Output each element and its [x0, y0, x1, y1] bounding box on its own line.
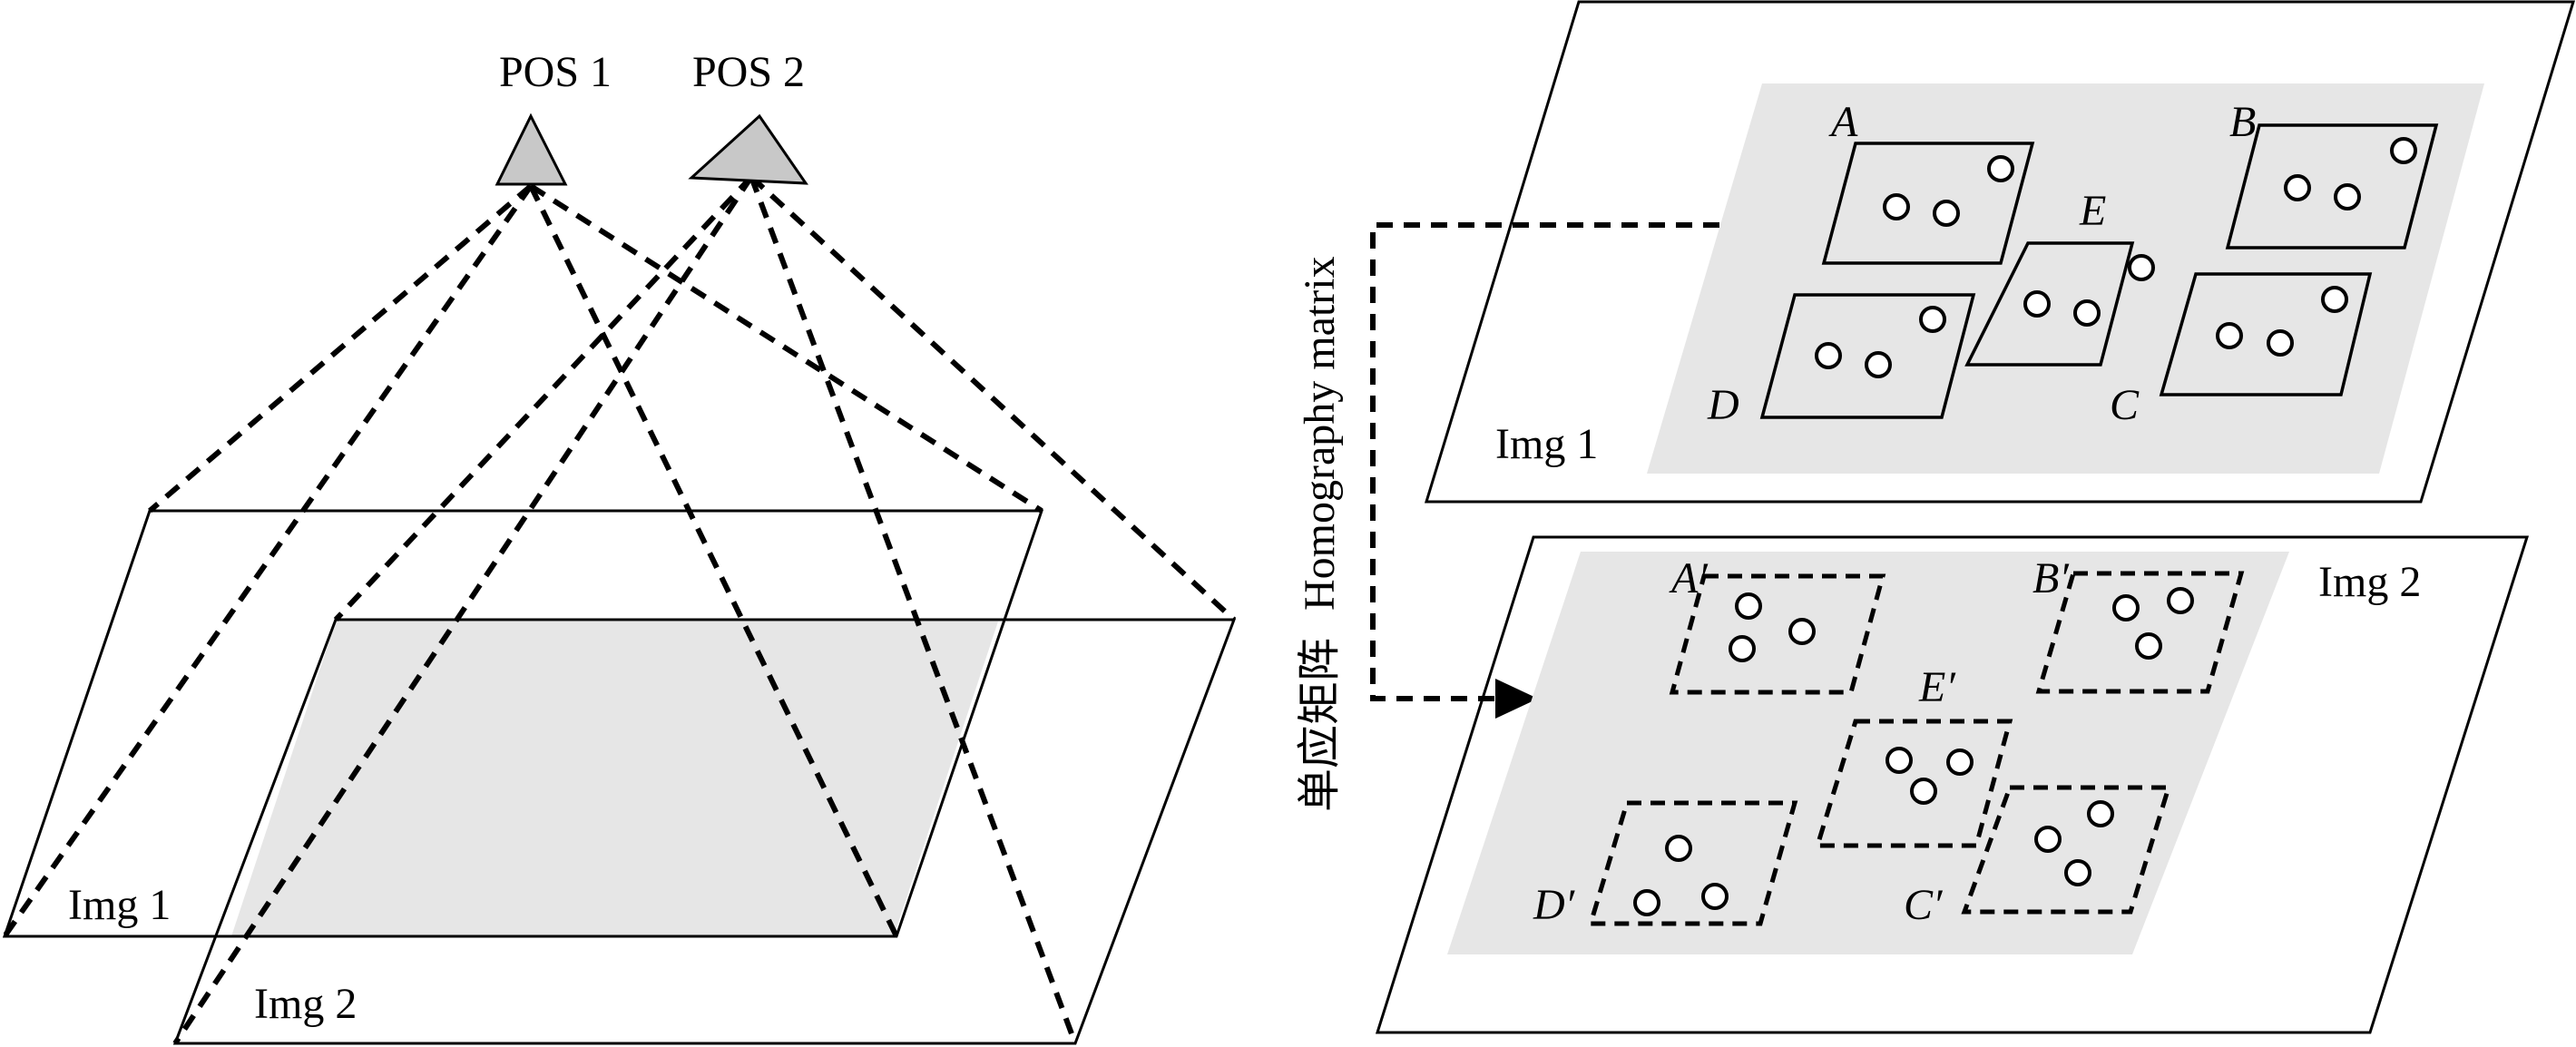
homography-label-en: Homography matrix [1296, 256, 1344, 611]
region-d-point-3 [1919, 306, 1946, 333]
right-img1-shaded-area [1647, 83, 2484, 474]
region-d-box [1759, 293, 1976, 419]
region-c-prime-label: C′ [1904, 881, 1944, 929]
region-e-point-3 [2128, 254, 2155, 281]
region-e-label: E [2079, 187, 2106, 235]
region-a-prime-box [1669, 573, 1886, 695]
region-b-point-2 [2334, 183, 2361, 210]
region-d-point-2 [1865, 351, 1892, 378]
region-e-prime-box [1814, 719, 2013, 848]
region-a-point-3 [1987, 155, 2014, 182]
region-d-prime-point-1 [1665, 835, 1692, 862]
region-b-point-3 [2390, 137, 2417, 164]
region-c-label: C [2110, 381, 2140, 429]
region-a-prime-label: A′ [1669, 554, 1709, 602]
image-plane-1 [2, 509, 1044, 938]
region-b-label: B [2229, 98, 2256, 146]
image-plane-2 [172, 618, 1237, 1045]
region-d-label: D [1707, 381, 1739, 429]
pos1-projection-rays [2, 183, 1043, 938]
region-b-box [2225, 123, 2439, 250]
region-a-box [1821, 142, 2035, 265]
region-c-prime-point-3 [2064, 859, 2091, 886]
region-b-prime-box [2035, 571, 2245, 694]
right-bottom-image: A′ B′ E′ D′ C′ Img 2 [1375, 535, 2530, 1034]
region-e-point-1 [2023, 290, 2051, 318]
region-d-prime-box [1587, 800, 1798, 926]
arrow-head-icon [1495, 679, 1538, 719]
right-img1-plane [1424, 0, 2576, 504]
region-c-point-3 [2321, 286, 2348, 313]
region-c-box [2159, 272, 2373, 396]
region-d-point-1 [1815, 342, 1842, 369]
region-e-prime-point-2 [1946, 749, 1974, 776]
region-b-prime-label: B′ [2032, 554, 2070, 602]
region-a-prime-point-3 [1729, 635, 1756, 662]
homography-connector: 单应矩阵 Homography matrix [1296, 222, 1747, 812]
region-c-point-2 [2267, 329, 2294, 357]
right-img1-label: Img 1 [1495, 420, 1598, 468]
region-a-prime-point-2 [1788, 618, 1816, 645]
region-c-prime-point-2 [2087, 800, 2114, 827]
left-img1-label: Img 1 [68, 881, 171, 929]
camera-pos1-icon [495, 113, 568, 186]
region-c-prime-point-1 [2034, 826, 2062, 853]
region-b-prime-point-3 [2135, 632, 2162, 660]
left-img2-label: Img 2 [254, 980, 357, 1028]
right-img2-plane [1375, 535, 2530, 1034]
region-a-label: A [1828, 98, 1858, 146]
region-b-prime-point-1 [2112, 594, 2140, 621]
region-e-prime-point-1 [1885, 747, 1913, 774]
region-c-point-1 [2216, 322, 2243, 349]
region-b-prime-point-2 [2167, 587, 2194, 614]
overlap-region [231, 621, 998, 936]
region-e-point-2 [2073, 299, 2101, 327]
region-e-prime-point-3 [1910, 778, 1937, 805]
region-a-point-1 [1883, 193, 1910, 220]
region-c-prime-box [1961, 785, 2172, 915]
camera-pos2-label: POS 2 [692, 48, 805, 96]
right-img2-shaded-area [1447, 552, 2289, 954]
camera-pos2-icon [688, 113, 808, 185]
region-d-prime-point-2 [1633, 889, 1660, 916]
pos2-projection-rays [172, 174, 1237, 1045]
region-e-prime-label: E′ [1918, 663, 1956, 711]
region-d-prime-label: D′ [1533, 881, 1576, 929]
homography-label-cn: 单应矩阵 [1296, 638, 1344, 812]
region-e-box [1964, 241, 2135, 367]
region-a-point-2 [1933, 200, 1960, 227]
right-top-image: A B E D C Img 1 [1424, 0, 2576, 504]
region-d-prime-point-3 [1701, 883, 1729, 910]
svg-text:单应矩阵 Homography matrix: 单应矩阵 Homography matrix [1296, 256, 1344, 812]
region-a-prime-point-1 [1735, 592, 1762, 620]
left-panel: POS 1 POS 2 Img 1 Img 2 [2, 48, 1237, 1045]
camera-pos1-label: POS 1 [499, 48, 612, 96]
right-img2-label: Img 2 [2318, 558, 2421, 606]
region-b-point-1 [2284, 174, 2311, 201]
